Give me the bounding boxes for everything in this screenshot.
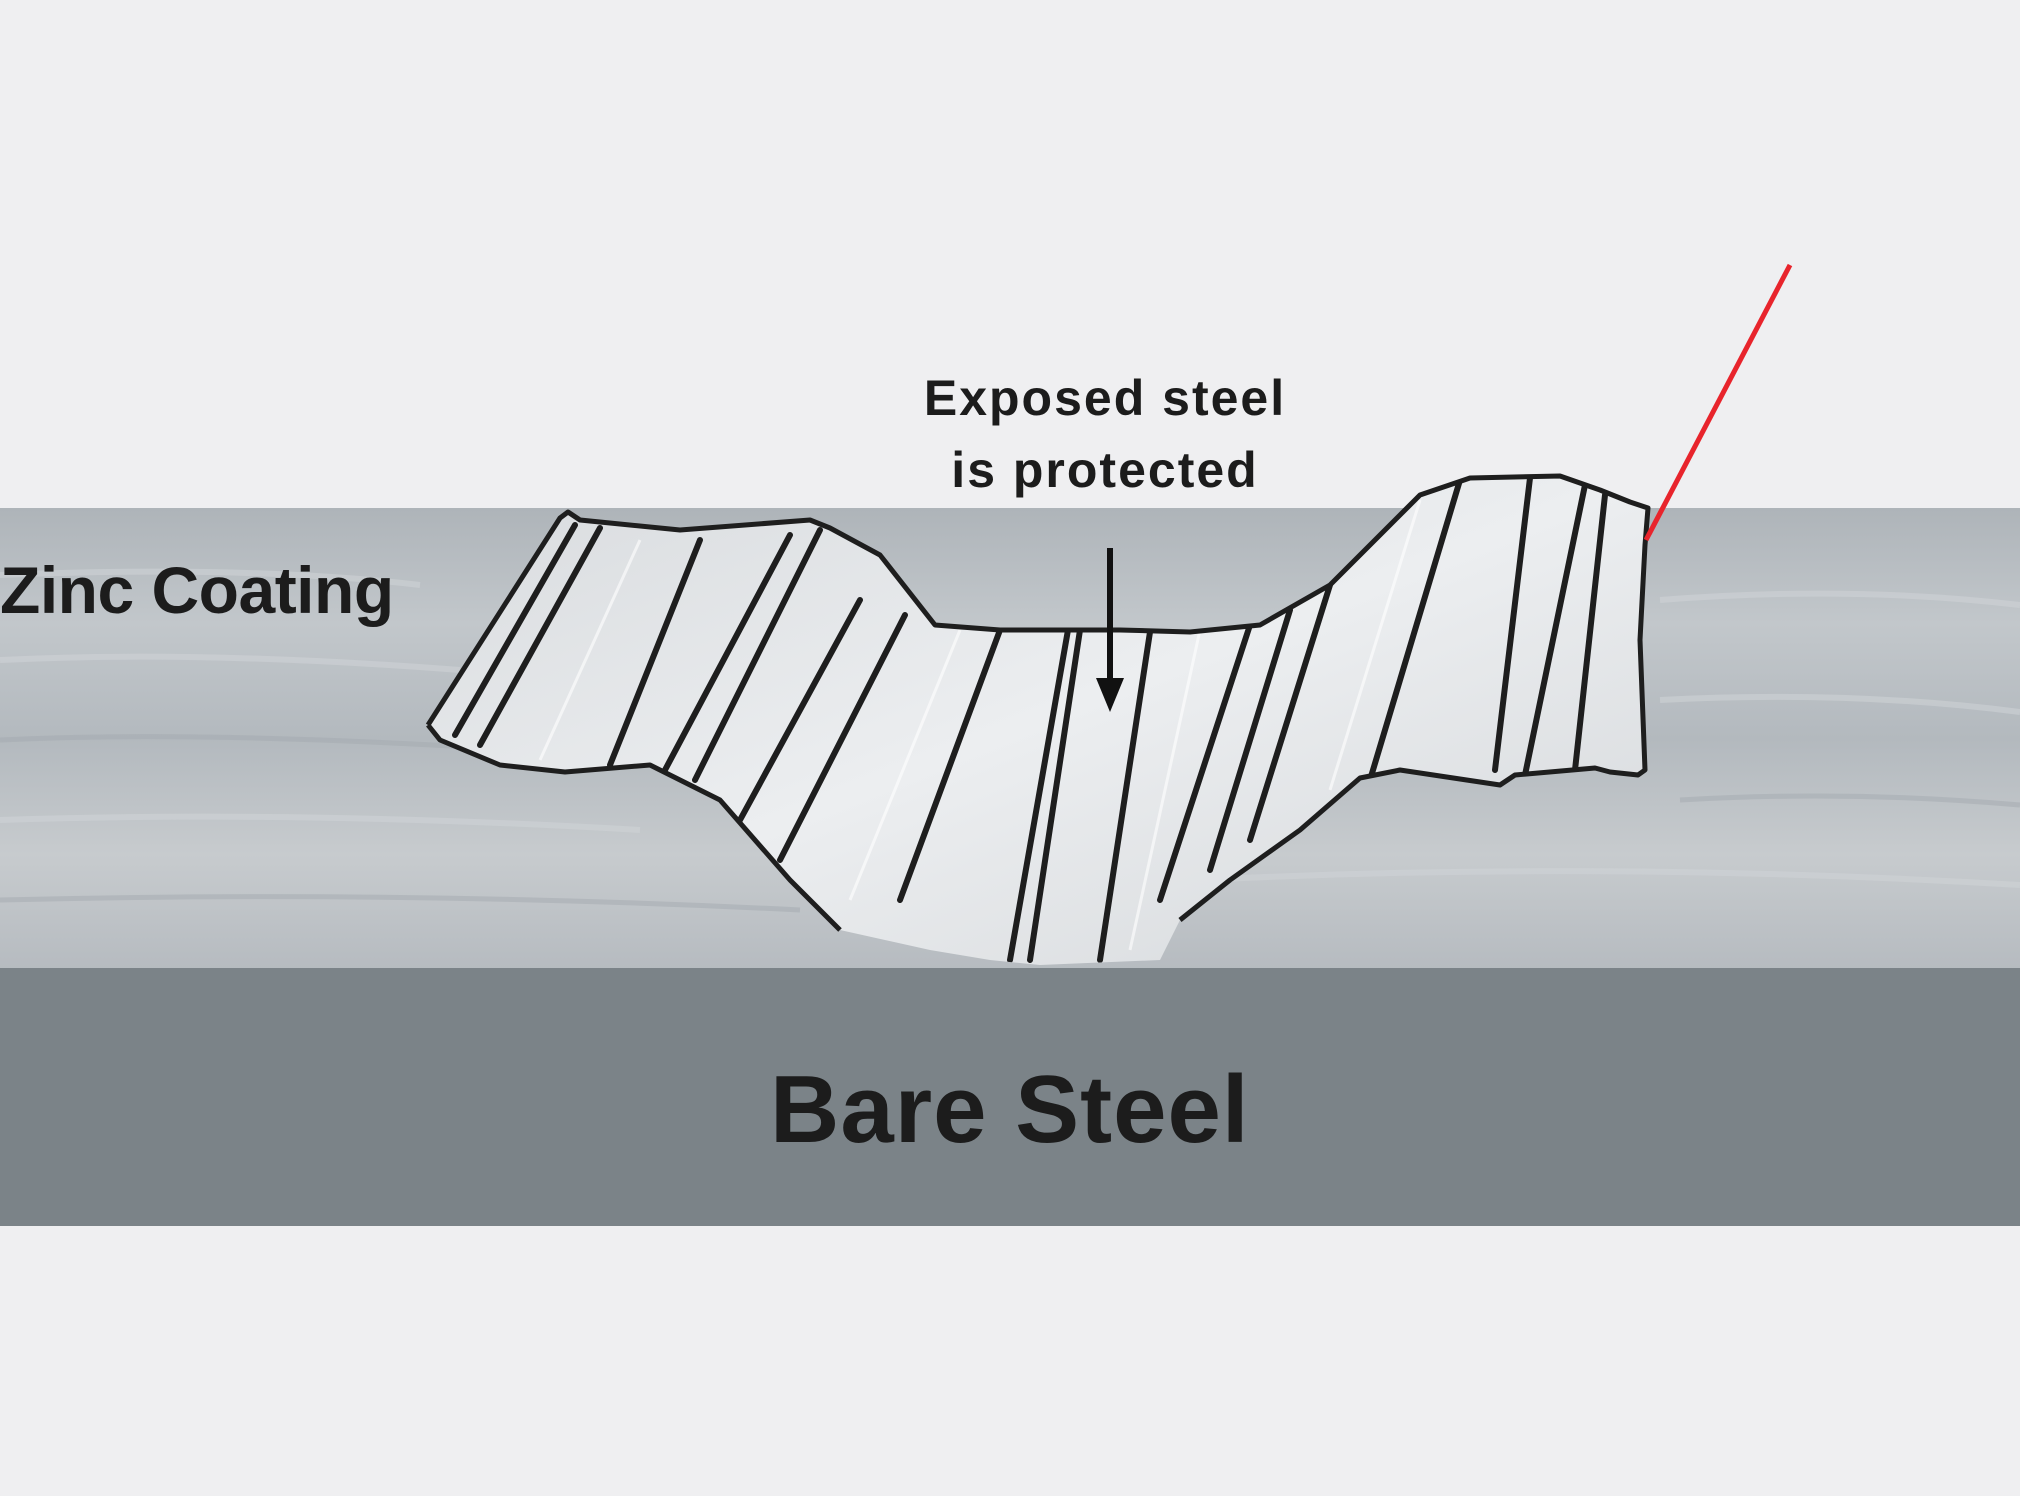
- down-arrow-icon: [1096, 548, 1124, 712]
- pointer-line: [1643, 263, 1793, 542]
- cut-outline-left: [426, 723, 842, 932]
- exposed-steel-caption: Exposed steel is protected: [880, 362, 1330, 506]
- scratch-striations: [452, 476, 1608, 963]
- exposed-steel-region: [428, 476, 1648, 965]
- cut-outline: [425, 473, 1651, 922]
- zinc-texture: [0, 568, 2020, 888]
- bare-steel-layer: [0, 968, 2020, 1226]
- zinc-shading: [0, 734, 2020, 913]
- bare-steel-label: Bare Steel: [770, 1056, 1250, 1163]
- exposed-caption-line1: Exposed steel: [923, 370, 1287, 426]
- exposed-highlights: [538, 499, 1422, 951]
- zinc-coating-label: Zinc Coating: [0, 553, 394, 627]
- exposed-caption-line2: is protected: [951, 442, 1259, 498]
